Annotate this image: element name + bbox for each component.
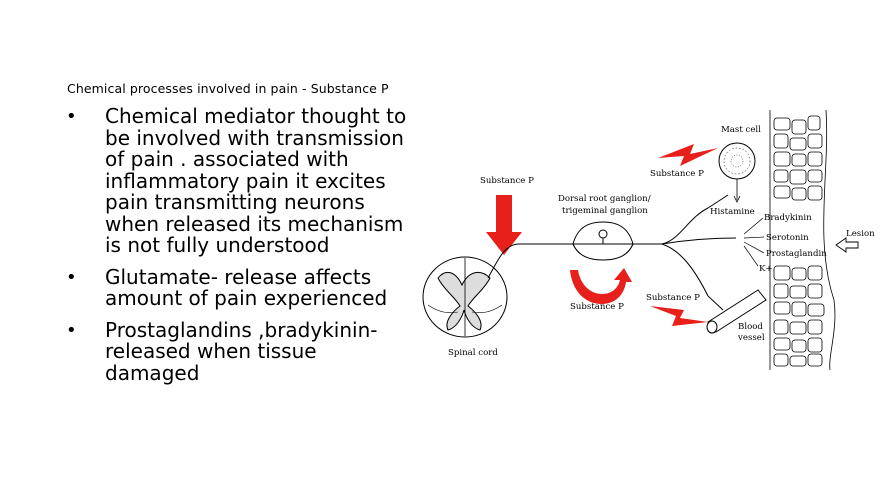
bullet-icon: • bbox=[66, 319, 77, 341]
mediator-arrows bbox=[743, 217, 765, 267]
bullet-item: • Chemical mediator thought to be involv… bbox=[66, 104, 416, 257]
label-bradykinin: Bradykinin bbox=[764, 213, 812, 223]
red-curved-arrow bbox=[570, 268, 632, 304]
label-substance-p-top: Substance P bbox=[480, 176, 534, 186]
label-serotonin: Serotonin bbox=[766, 233, 809, 243]
red-lightning-bolt bbox=[658, 144, 718, 166]
label-histamine: Histamine bbox=[710, 207, 755, 217]
blood-vessel-illustration bbox=[706, 289, 767, 334]
bullet-icon: • bbox=[66, 106, 77, 127]
tissue-illustration bbox=[769, 109, 836, 371]
label-substance-p-mast: Substance P bbox=[650, 169, 704, 179]
slide-title: Chemical processes involved in pain - Su… bbox=[67, 81, 389, 96]
red-lightning-bolt-vessel bbox=[650, 306, 708, 326]
label-spinal-cord: Spinal cord bbox=[448, 348, 498, 358]
label-substance-p-vessel: Substance P bbox=[646, 293, 700, 303]
label-blood-vessel-2: vessel bbox=[737, 333, 765, 343]
bullet-icon: • bbox=[66, 266, 77, 288]
label-dorsal-root-2: trigeminal ganglion bbox=[562, 206, 648, 216]
label-prostaglandin: Prostaglandin bbox=[766, 249, 827, 259]
lesion-arrow-icon bbox=[835, 237, 859, 253]
label-substance-p-bottom: Substance P bbox=[570, 302, 624, 312]
bullet-text: Chemical mediator thought to be involved… bbox=[105, 104, 407, 257]
bullet-list: • Chemical mediator thought to be involv… bbox=[66, 104, 416, 394]
bullet-text: Prostaglandins ,bradykinin- released whe… bbox=[105, 317, 378, 385]
red-down-arrow bbox=[486, 195, 522, 255]
label-potassium: K+ bbox=[759, 264, 773, 274]
diagram-svg: Substance P Dorsal root ganglion/ trigem… bbox=[422, 109, 875, 371]
mast-cell-illustration bbox=[718, 142, 756, 203]
spinal-cord-illustration bbox=[422, 256, 508, 338]
label-blood-vessel-1: Blood bbox=[738, 322, 763, 332]
label-dorsal-root-1: Dorsal root ganglion/ bbox=[558, 194, 651, 204]
label-lesion: Lesion bbox=[846, 229, 875, 239]
bullet-text: Glutamate- release affects amount of pai… bbox=[105, 264, 388, 310]
substance-p-pain-diagram: Substance P Dorsal root ganglion/ trigem… bbox=[418, 100, 880, 380]
bullet-item: • Prostaglandins ,bradykinin- released w… bbox=[66, 317, 416, 385]
ganglion-illustration bbox=[572, 221, 634, 261]
label-mast-cell: Mast cell bbox=[721, 125, 761, 135]
bullet-item: • Glutamate- release affects amount of p… bbox=[66, 264, 416, 310]
nerve-fiber bbox=[487, 194, 737, 311]
